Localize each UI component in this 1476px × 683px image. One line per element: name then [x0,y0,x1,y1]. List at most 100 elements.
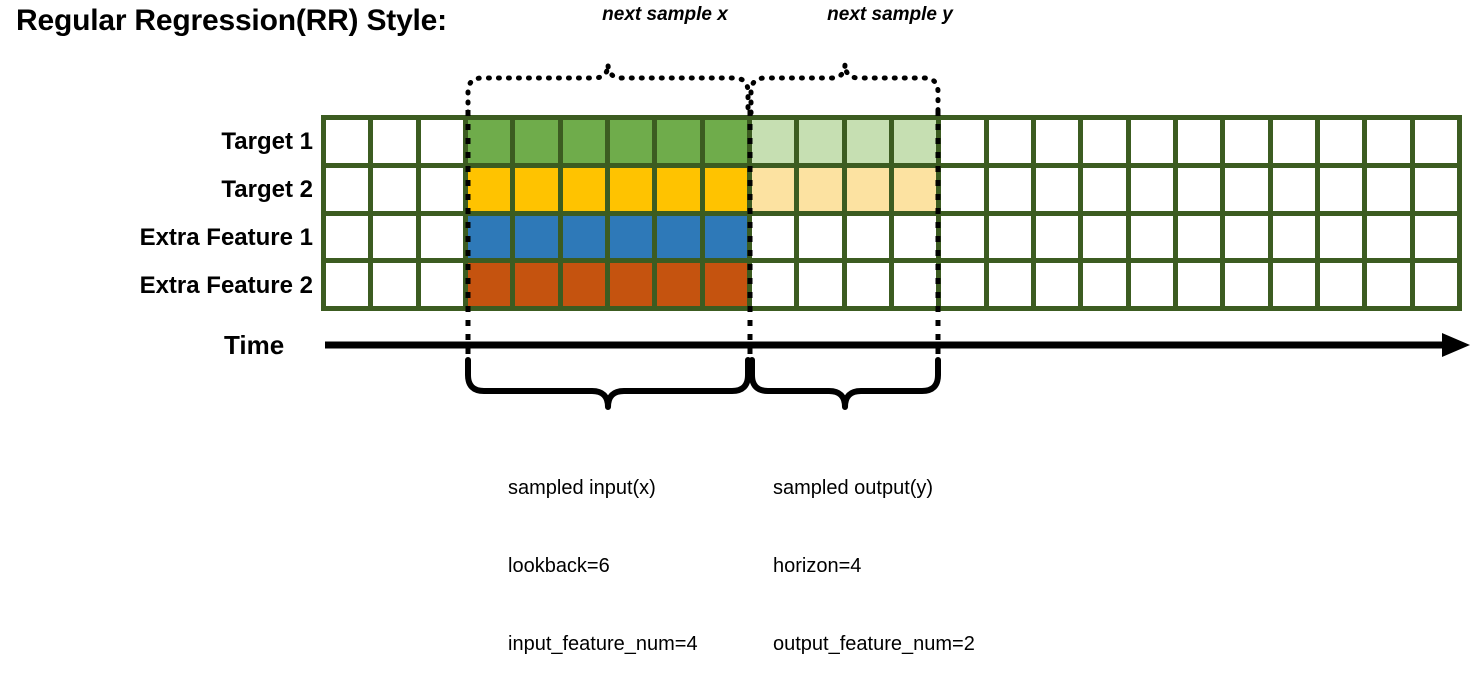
next-sample-x-label: next sample x [602,4,728,25]
grid-cell-input [562,263,605,306]
row-label-extra-feature-1: Extra Feature 1 [30,224,313,252]
bottom-solid-braces [465,357,941,410]
grid-cell-blank [420,167,463,211]
grid-cell-blank [1130,263,1173,306]
grid-cell-input [467,263,511,306]
grid-cell-input [609,120,653,163]
row-label-text: Target 2 [221,176,313,203]
input-caption: sampled input(x) lookback=6 input_featur… [508,423,698,683]
grid-cell-input [562,120,605,163]
grid-cell-input [704,120,747,163]
grid-cell-input [562,215,605,259]
grid-cell-input [562,167,605,211]
input-caption-line-2: lookback=6 [508,555,610,577]
grid-cell-input [704,167,747,211]
grid-cell-blank [1035,263,1079,306]
row-label-extra-feature-2: Extra Feature 2 [30,272,313,300]
grid-cell-blank [1035,120,1079,163]
grid-cell-blank [846,215,889,259]
grid-cell-output [799,167,842,211]
grid-cell-blank [893,263,937,306]
grid-row [326,215,1457,259]
grid-cell-input [467,120,511,163]
grid-cell-blank [1225,167,1268,211]
grid-cell-blank [1177,215,1221,259]
time-axis-label: Time [224,330,285,360]
grid-cell-blank [893,215,937,259]
next-sample-y-label: next sample y [827,4,953,25]
grid-cell-blank [1225,263,1268,306]
grid-cell-blank [326,263,369,306]
grid-cell-blank [988,120,1031,163]
grid-cell-blank [326,215,369,259]
grid-cell-blank [1035,215,1079,259]
grid-cell-blank [420,120,463,163]
grid-cell-blank [1272,120,1315,163]
grid-row [326,167,1457,211]
grid-cell-blank [1367,215,1410,259]
grid-cell-blank [1083,215,1126,259]
grid-cell-output [893,120,937,163]
grid-cell-blank [1130,120,1173,163]
grid-cell-blank [1130,167,1173,211]
grid-cell-input [515,167,558,211]
grid-cell-output [846,167,889,211]
row-label-target-2: Target 2 [30,176,313,204]
timeseries-grid [321,115,1462,311]
grid-cell-blank [373,215,416,259]
grid-cell-blank [846,263,889,306]
grid-cell-input [515,120,558,163]
row-label-text: Extra Feature 2 [139,272,313,299]
grid-cell-blank [941,167,984,211]
grid-cell-input [657,167,700,211]
grid-cell-blank [941,120,984,163]
grid-cell-blank [1225,215,1268,259]
grid-cell-blank [1225,120,1268,163]
grid-cell-blank [1177,263,1221,306]
grid-cell-blank [1319,167,1363,211]
grid-cell-blank [1083,263,1126,306]
grid-cell-blank [1319,215,1363,259]
page-title: Regular Regression(RR) Style: [16,4,447,37]
grid-cell-blank [1177,120,1221,163]
grid-cell-input [657,120,700,163]
grid-cell-input [657,263,700,306]
grid-cell-blank [1035,167,1079,211]
grid-cell-blank [988,215,1031,259]
grid-cell-blank [1272,215,1315,259]
grid-cell-output [751,167,795,211]
grid-cell-blank [1367,167,1410,211]
grid-cell-input [467,167,511,211]
grid-cell-input [515,215,558,259]
grid-cell-blank [373,263,416,306]
grid-cell-input [515,263,558,306]
grid-cell-blank [420,263,463,306]
grid-cell-input [657,215,700,259]
grid-cell-blank [751,215,795,259]
grid-cell-input [704,215,747,259]
grid-cell-blank [1272,167,1315,211]
top-dotted-braces [465,63,941,116]
grid-cell-blank [326,167,369,211]
grid-row [326,263,1457,306]
grid-cell-blank [1367,120,1410,163]
output-caption-line-1: sampled output(y) [773,477,934,499]
grid-cell-output [799,120,842,163]
grid-cell-blank [326,120,369,163]
grid-cell-blank [1367,263,1410,306]
grid-cell-blank [373,120,416,163]
grid-cell-blank [1083,167,1126,211]
grid-cell-input [609,263,653,306]
grid-cell-blank [799,215,842,259]
grid-cell-blank [1083,120,1126,163]
grid-cell-blank [988,263,1031,306]
row-label-text: Extra Feature 1 [139,224,313,251]
grid-cell-input [704,263,747,306]
grid-cell-blank [1414,263,1457,306]
grid-cell-blank [988,167,1031,211]
grid-cell-input [467,215,511,259]
grid-cell-blank [1414,167,1457,211]
output-caption: sampled output(y) horizon=4 output_featu… [773,423,975,683]
grid-cell-blank [1414,120,1457,163]
output-caption-line-3: output_feature_num=2 [773,633,975,655]
